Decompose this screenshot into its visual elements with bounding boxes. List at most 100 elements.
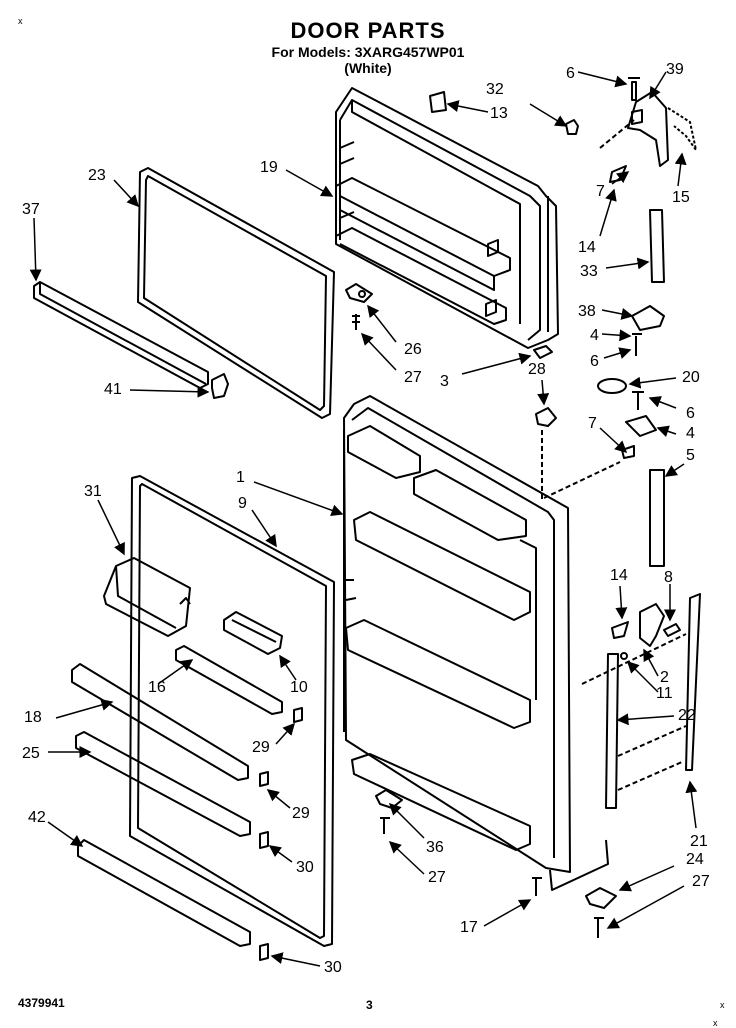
- callout-38: 38: [578, 303, 596, 320]
- door-shelf-part-42: [77, 839, 251, 947]
- center-hinge-cover-part-33: [649, 209, 665, 283]
- end-cap-part-30-lower: [259, 943, 269, 961]
- corner-mark-bottom-right: x: [720, 1000, 725, 1010]
- plug-part-32: [565, 119, 579, 135]
- page-number: 3: [366, 998, 373, 1012]
- leader-6-mid: [603, 347, 632, 359]
- leader-15: [674, 152, 687, 187]
- leader-29-upper: [275, 722, 296, 745]
- leader-6-top: [577, 71, 628, 88]
- freezer-gasket-part-23: [137, 167, 335, 419]
- callout-18: 18: [24, 709, 42, 726]
- leader-20: [628, 376, 677, 389]
- leader-17: [483, 899, 532, 927]
- leader-36: [388, 802, 425, 839]
- hinge-centerline-upper: [541, 430, 621, 500]
- callout-31: 31: [84, 483, 102, 500]
- screw-part-27-door: [380, 817, 390, 834]
- callout-14-top: 14: [578, 239, 596, 256]
- washer-part-11: [620, 652, 628, 660]
- handle-centerline-bottom: [617, 725, 687, 791]
- hinge-pin-part-3: [533, 345, 553, 359]
- leader-6-lower: [648, 396, 677, 409]
- callout-16: 16: [148, 679, 166, 696]
- plug-part-28: [535, 407, 557, 427]
- hinge-pin-part-17: [532, 877, 542, 896]
- leader-29-lower: [266, 789, 291, 809]
- end-cap-part-29-lower: [259, 771, 269, 787]
- callout-11: 11: [656, 685, 673, 702]
- leader-4-lower: [656, 425, 677, 438]
- freezer-door-bracket-part-26: [345, 283, 373, 303]
- leader-41: [129, 385, 210, 398]
- diagram-title: DOOR PARTS: [290, 18, 446, 43]
- callout-41: 41: [104, 381, 122, 398]
- callout-5: 5: [686, 447, 695, 464]
- egg-tray-part-10: [223, 611, 283, 655]
- callout-29-upper: 29: [252, 739, 270, 756]
- leader-30-lower: [270, 952, 321, 967]
- screw-part-6-top: [628, 77, 640, 101]
- leader-9: [251, 509, 277, 548]
- callout-30-lower: 30: [324, 959, 342, 976]
- leader-39: [649, 71, 667, 100]
- door-shelf-part-18: [71, 663, 249, 781]
- screw-part-27-bottom: [594, 917, 604, 938]
- color-line: (White): [344, 60, 392, 76]
- top-hinge-part-39: [627, 91, 669, 167]
- hinge-bracket-part-4-lower: [625, 415, 657, 437]
- callout-20: 20: [682, 369, 700, 386]
- leader-16: [157, 659, 194, 685]
- callout-2: 2: [660, 669, 669, 686]
- leader-1: [253, 481, 344, 517]
- dairy-door-part-31: [103, 557, 191, 637]
- leader-2: [643, 648, 659, 677]
- leader-28: [537, 379, 550, 406]
- callout-33: 33: [580, 263, 598, 280]
- leader-33: [605, 257, 650, 270]
- callout-10: 10: [290, 679, 308, 696]
- leader-38: [601, 308, 634, 320]
- leader-27-upper: [360, 332, 397, 371]
- hinge-part-2: [639, 603, 665, 647]
- callout-labels: 6 39 32 13 19 23 37 15 7 14 33 38 4 6 26…: [22, 61, 710, 976]
- leader-22: [616, 713, 675, 726]
- callout-39: 39: [666, 61, 684, 78]
- door-shelf-part-25: [75, 731, 251, 837]
- leader-13: [446, 100, 489, 113]
- callout-17: 17: [460, 919, 478, 936]
- leader-31: [97, 499, 125, 556]
- leader-14-lower: [615, 585, 628, 620]
- leader-10: [279, 654, 297, 681]
- shelf-end-cap-part-41: [211, 373, 229, 399]
- callout-4-top: 4: [590, 327, 599, 344]
- callout-1: 1: [236, 469, 245, 486]
- leader-11: [626, 660, 659, 693]
- door-handle-trim-part-22: [605, 653, 619, 809]
- fresh-food-gasket-part-9: [129, 475, 335, 947]
- leader-27-door: [388, 840, 425, 875]
- callout-32: 32: [486, 81, 504, 98]
- leader-21: [685, 780, 698, 829]
- callout-8: 8: [664, 569, 673, 586]
- callout-29-lower: 29: [292, 805, 310, 822]
- callout-3: 3: [440, 373, 449, 390]
- callout-15: 15: [672, 189, 690, 206]
- callout-26: 26: [404, 341, 422, 358]
- leader-23: [113, 179, 140, 208]
- leader-19: [285, 169, 334, 197]
- callout-27-upper: 27: [404, 369, 422, 386]
- callout-7-lower: 7: [588, 415, 597, 432]
- callout-36: 36: [426, 839, 444, 856]
- callout-30-upper: 30: [296, 859, 314, 876]
- leader-30-upper: [268, 845, 293, 863]
- end-cap-part-30-upper: [259, 831, 269, 849]
- callout-19: 19: [260, 159, 278, 176]
- hinge-shim-part-7-top: [631, 109, 643, 125]
- callout-7-top: 7: [596, 183, 605, 200]
- leader-27-bottom: [606, 885, 685, 929]
- screw-part-6-mid: [632, 333, 642, 356]
- callout-27-bottom: 27: [692, 873, 710, 890]
